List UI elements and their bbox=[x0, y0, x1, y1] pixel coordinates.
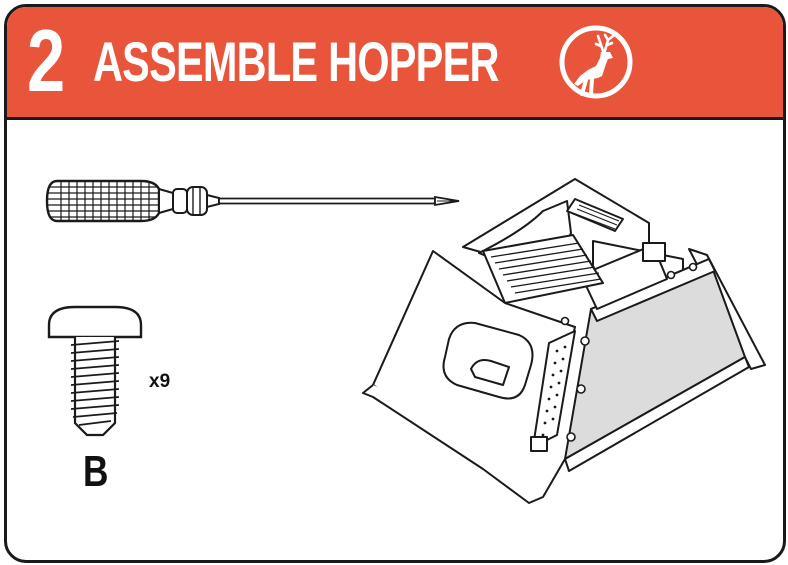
screw-icon bbox=[47, 305, 143, 437]
hopper-assembly-illustration bbox=[362, 178, 766, 504]
phillips-screwdriver-icon bbox=[45, 179, 460, 223]
deer-icon bbox=[559, 25, 633, 99]
instruction-card: 2 ASSEMBLE HOPPER bbox=[4, 4, 786, 563]
quantity-label: x9 bbox=[149, 371, 171, 392]
step-header: 2 ASSEMBLE HOPPER bbox=[7, 7, 783, 120]
part-letter-label: B bbox=[83, 447, 109, 496]
step-title: ASSEMBLE HOPPER bbox=[93, 30, 499, 93]
step-number: 2 bbox=[27, 11, 66, 110]
